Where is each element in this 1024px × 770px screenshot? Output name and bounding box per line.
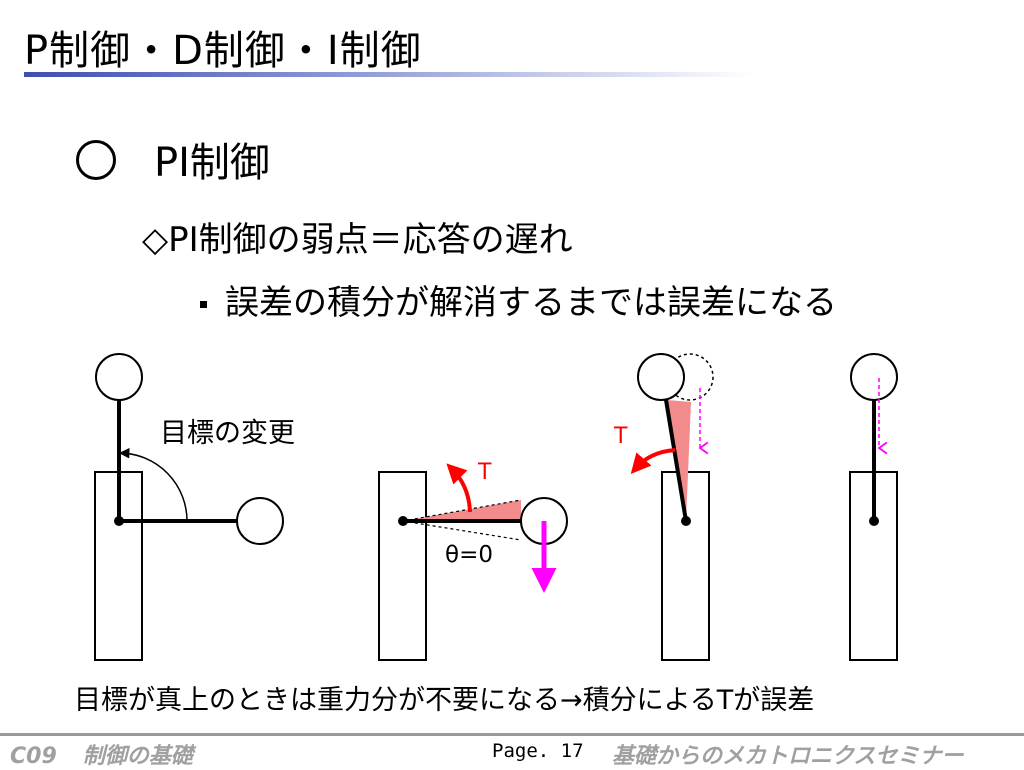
target-change-arc-arrow [118, 448, 188, 522]
panel-horizontal: T θ=0 [378, 460, 568, 661]
pivot [114, 516, 124, 526]
torque-arrow [630, 448, 676, 475]
dashed-reference-lower [402, 520, 522, 541]
section-heading: PI制御 [76, 130, 270, 188]
pivot [681, 516, 691, 526]
panel-target-change: 目標の変更 [94, 353, 295, 661]
pendulum-bob [637, 353, 685, 401]
title-underline [24, 72, 754, 77]
circle-bullet-icon [76, 140, 116, 180]
panel-upright [849, 353, 898, 661]
base-post [378, 471, 427, 661]
course-name: 制御の基礎 [82, 744, 193, 769]
panel-overshoot: T [613, 353, 714, 661]
integral-error-wedge [403, 500, 521, 521]
torque-arrow [446, 463, 472, 513]
torque-label: T [477, 460, 492, 485]
target-position-dashed-bob [666, 353, 714, 401]
pivot [869, 516, 879, 526]
bullet-point-text: 誤差の積分が解消するまでは誤差になる [225, 283, 837, 323]
pendulum-diagram: 目標の変更 T θ=0 T [94, 353, 898, 661]
pivot [398, 516, 408, 526]
pendulum-arm [664, 399, 688, 522]
pendulum-bob [850, 353, 898, 401]
torque-label: T [613, 424, 628, 449]
slide-title: P制御・D制御・I制御 [24, 28, 422, 74]
series-name: 基礎からのメカトロニクスセミナー [612, 744, 964, 769]
target-change-label: 目標の変更 [160, 418, 295, 449]
dot-bullet-icon [200, 301, 207, 308]
bullet-point: 誤差の積分が解消するまでは誤差になる [200, 275, 837, 324]
footer-course: C09 制御の基礎 [10, 738, 193, 770]
angle-label: θ=0 [445, 542, 493, 568]
caption: 目標が真上のときは重力分が不要になる→積分によるTが誤差 [74, 685, 815, 716]
course-code: C09 [10, 744, 57, 769]
dashed-reference-upper [402, 499, 522, 522]
pendulum-bob-horizontal [236, 497, 284, 545]
pendulum-bob-upright [95, 353, 143, 401]
page-number: Page. 17 [492, 740, 584, 762]
section-heading-text: PI制御 [154, 140, 270, 186]
subheading: ◇PI制御の弱点＝応答の遅れ [142, 220, 573, 260]
footer-divider [0, 733, 1024, 736]
